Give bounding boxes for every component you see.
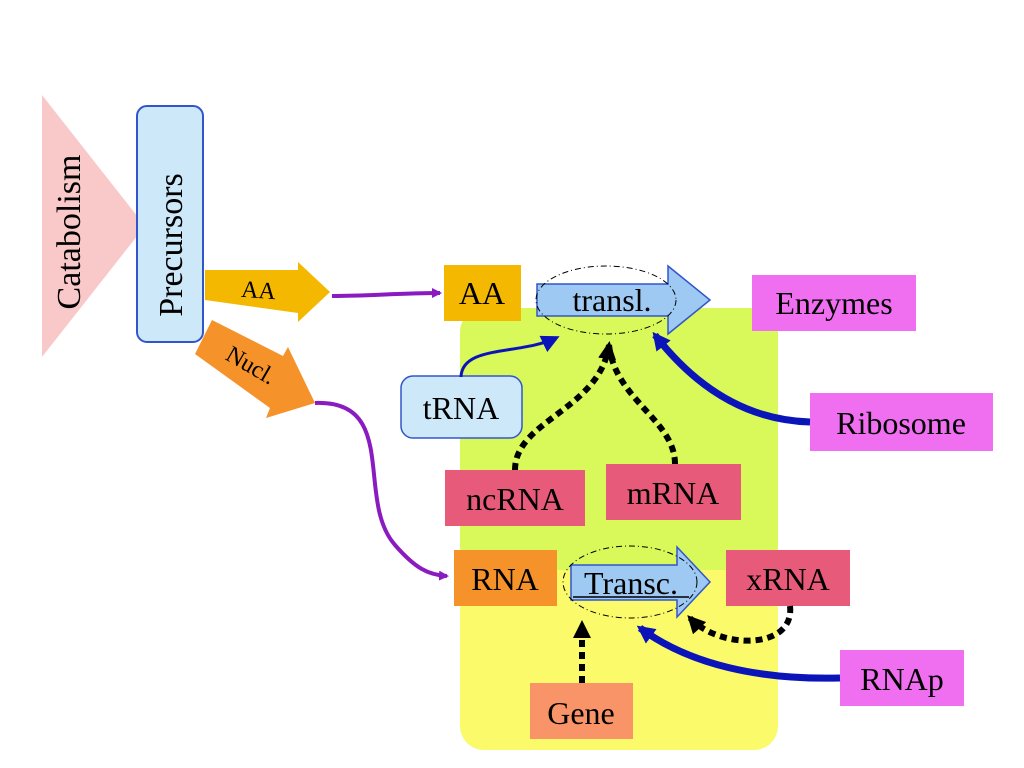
- gene-box: [530, 683, 633, 739]
- ncrna-box: [445, 470, 585, 526]
- translation-process-arrow: [536, 264, 712, 336]
- precursors-label: Precursors: [153, 173, 190, 317]
- mrna-label: mRNA: [627, 475, 719, 511]
- rna-box-label: RNA: [471, 561, 539, 597]
- translation-label: transl.: [572, 282, 651, 318]
- rna-box: [454, 550, 557, 606]
- enzymes-box: [752, 275, 916, 331]
- ncrna-label: ncRNA: [466, 481, 564, 517]
- translation-region: [460, 308, 778, 570]
- aa-box: [444, 265, 521, 321]
- nucl-block-arrow: [195, 320, 315, 418]
- catabolism-label: Catabolism: [51, 155, 88, 310]
- translation-ellipse: [535, 265, 677, 335]
- aa-box-label: AA: [459, 275, 505, 311]
- ribosome-box: [810, 393, 993, 451]
- nucl-transport-arrow: [314, 400, 449, 581]
- transcription-label: Transc.: [584, 565, 678, 601]
- aa-arrow-label: AA: [240, 277, 277, 305]
- rnap-label: RNAp: [860, 661, 944, 697]
- mrna-box: [606, 464, 741, 520]
- xrna-to-transcription-arrow: [687, 605, 794, 644]
- transcription-process-arrow: [570, 545, 712, 619]
- xrna-label: xRNA: [746, 561, 830, 597]
- aa-transport-arrow: [331, 288, 442, 299]
- ribosome-to-translation-arrow: [652, 331, 811, 426]
- trna-label: tRNA: [423, 390, 499, 426]
- ncrna-to-translation-arrow: [512, 341, 616, 471]
- aa-block-arrow: [205, 262, 330, 322]
- precursors-box: [136, 105, 204, 343]
- catabolism-triangle: [42, 95, 145, 357]
- gene-label: Gene: [547, 695, 615, 731]
- ribosome-label: Ribosome: [836, 405, 966, 441]
- rnap-to-transcription-arrow: [636, 625, 841, 682]
- xrna-box: [726, 550, 850, 606]
- mrna-to-translation-arrow: [606, 344, 678, 465]
- enzymes-label: Enzymes: [775, 285, 892, 321]
- transcription-ellipse: [562, 545, 698, 619]
- trna-to-translation-arrow: [459, 335, 560, 378]
- rnap-box: [840, 650, 964, 706]
